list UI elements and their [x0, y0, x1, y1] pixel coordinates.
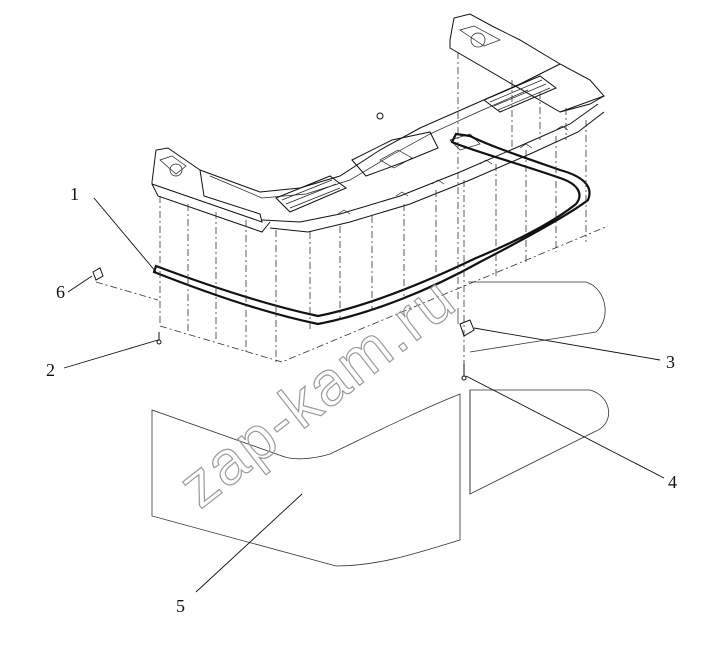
hardware — [92, 267, 475, 381]
callout-6: 6 — [56, 282, 65, 302]
callout-3: 3 — [666, 352, 675, 372]
callout-labels: 1 2 3 4 5 6 — [46, 184, 677, 616]
callout-4: 4 — [668, 472, 677, 492]
callout-5: 5 — [176, 596, 185, 616]
projection-lines — [95, 52, 609, 372]
glass-panels — [151, 281, 610, 567]
body-frame — [151, 13, 605, 233]
leader-lines — [63, 197, 665, 593]
callout-2: 2 — [46, 360, 55, 380]
seal-strip — [152, 132, 591, 326]
callout-1: 1 — [70, 184, 79, 204]
watermark: zap-kam.ru — [166, 263, 469, 521]
